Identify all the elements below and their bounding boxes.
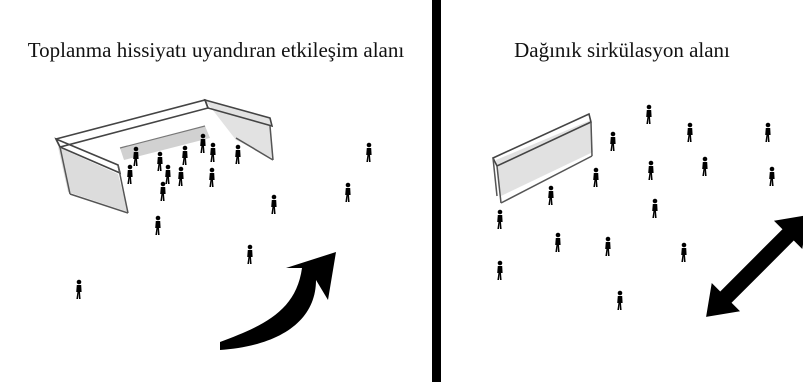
left-panel: Toplanma hissiyatı uyandıran etkileşim a… (27, 38, 405, 350)
circulation-scene (491, 104, 803, 317)
gathering-scene (54, 98, 372, 350)
u-shaped-wall (54, 98, 274, 214)
panel-divider (432, 0, 441, 382)
left-panel-title: Toplanma hissiyatı uyandıran etkileşim a… (27, 38, 405, 62)
double-headed-arrow (706, 215, 803, 317)
wall-panel (491, 112, 593, 204)
curved-arrow (220, 252, 336, 350)
right-panel-title: Dağınık sirkülasyon alanı (514, 38, 730, 62)
right-panel: Dağınık sirkülasyon alanı (441, 0, 803, 382)
